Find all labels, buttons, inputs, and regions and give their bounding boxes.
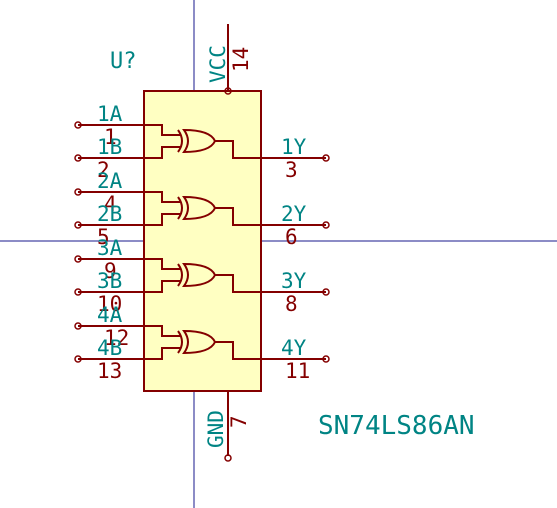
gnd-pin-name: GND <box>204 410 228 448</box>
reference-designator: U? <box>110 49 137 74</box>
gate-3-body <box>182 262 217 288</box>
pin-number-2: 2 <box>97 158 110 182</box>
pin-3B-endpoint[interactable] <box>74 288 82 296</box>
pin-name-1Y: 1Y <box>281 135 307 159</box>
pin-name-2A: 2A <box>97 169 123 193</box>
pin-number-11: 11 <box>285 359 310 383</box>
part-value: SN74LS86AN <box>318 411 475 441</box>
pin-number-1: 1 <box>104 125 117 149</box>
pin-name-1A: 1A <box>97 102 123 126</box>
gate-4-wire-out <box>215 341 261 360</box>
pin-number-12: 12 <box>104 326 129 350</box>
pin-1B-endpoint[interactable] <box>74 154 82 162</box>
pin-name-2B: 2B <box>97 202 122 226</box>
vcc-pin-name: VCC <box>206 45 230 83</box>
pin-4B-endpoint[interactable] <box>74 355 82 363</box>
pin-1A-endpoint[interactable] <box>74 121 82 129</box>
gate-3-xor-arc <box>177 263 183 287</box>
gate-2-xor-arc <box>177 196 183 220</box>
gate-2-wire-b <box>144 213 180 226</box>
pin-name-4Y: 4Y <box>281 336 307 360</box>
vcc-pin[interactable] <box>224 24 232 95</box>
pin-name-4A: 4A <box>97 303 123 327</box>
pin-2A-endpoint[interactable] <box>74 188 82 196</box>
pin-name-4B: 4B <box>97 336 122 360</box>
pin-number-4: 4 <box>104 192 117 216</box>
pin-number-8: 8 <box>285 292 298 316</box>
vcc-pin-number: 14 <box>229 47 253 72</box>
pin-name-2Y: 2Y <box>281 202 307 226</box>
pin-1Y-endpoint[interactable] <box>322 154 330 162</box>
pin-number-13: 13 <box>97 359 122 383</box>
pin-name-3A: 3A <box>97 236 123 260</box>
ic-body[interactable] <box>143 90 262 392</box>
gate-1-wire-a <box>144 124 180 136</box>
gnd-pin[interactable] <box>224 391 232 462</box>
gate-2-wire-a <box>144 191 180 203</box>
gate-1-wire-b <box>144 146 180 159</box>
gate-4-xor-arc <box>177 330 183 354</box>
pin-2B-endpoint[interactable] <box>74 221 82 229</box>
gate-4-wire-b <box>144 347 180 360</box>
pin-number-3: 3 <box>285 158 298 182</box>
gate-1-xor-arc <box>177 129 183 153</box>
pin-number-5: 5 <box>97 225 110 249</box>
gate-1-wire-out <box>215 140 261 159</box>
pin-4Y-endpoint[interactable] <box>322 355 330 363</box>
pin-name-3Y: 3Y <box>281 269 307 293</box>
gate-3-wire-out <box>215 274 261 293</box>
pin-4A-endpoint[interactable] <box>74 322 82 330</box>
gate-4-body <box>182 329 217 355</box>
gate-2-wire-out <box>215 207 261 226</box>
gate-1-body <box>182 128 217 154</box>
gate-4-wire-a <box>144 325 180 337</box>
pin-number-9: 9 <box>104 259 117 283</box>
pin-3A-endpoint[interactable] <box>74 255 82 263</box>
pin-2Y-endpoint[interactable] <box>322 221 330 229</box>
gnd-pin-number: 7 <box>227 415 251 428</box>
pin-3Y-endpoint[interactable] <box>322 288 330 296</box>
gate-2-body <box>182 195 217 221</box>
pin-name-3B: 3B <box>97 269 122 293</box>
pin-number-10: 10 <box>97 292 122 316</box>
gate-3-wire-b <box>144 280 180 293</box>
pin-name-1B: 1B <box>97 135 122 159</box>
pin-number-6: 6 <box>285 225 298 249</box>
gate-3-wire-a <box>144 258 180 270</box>
